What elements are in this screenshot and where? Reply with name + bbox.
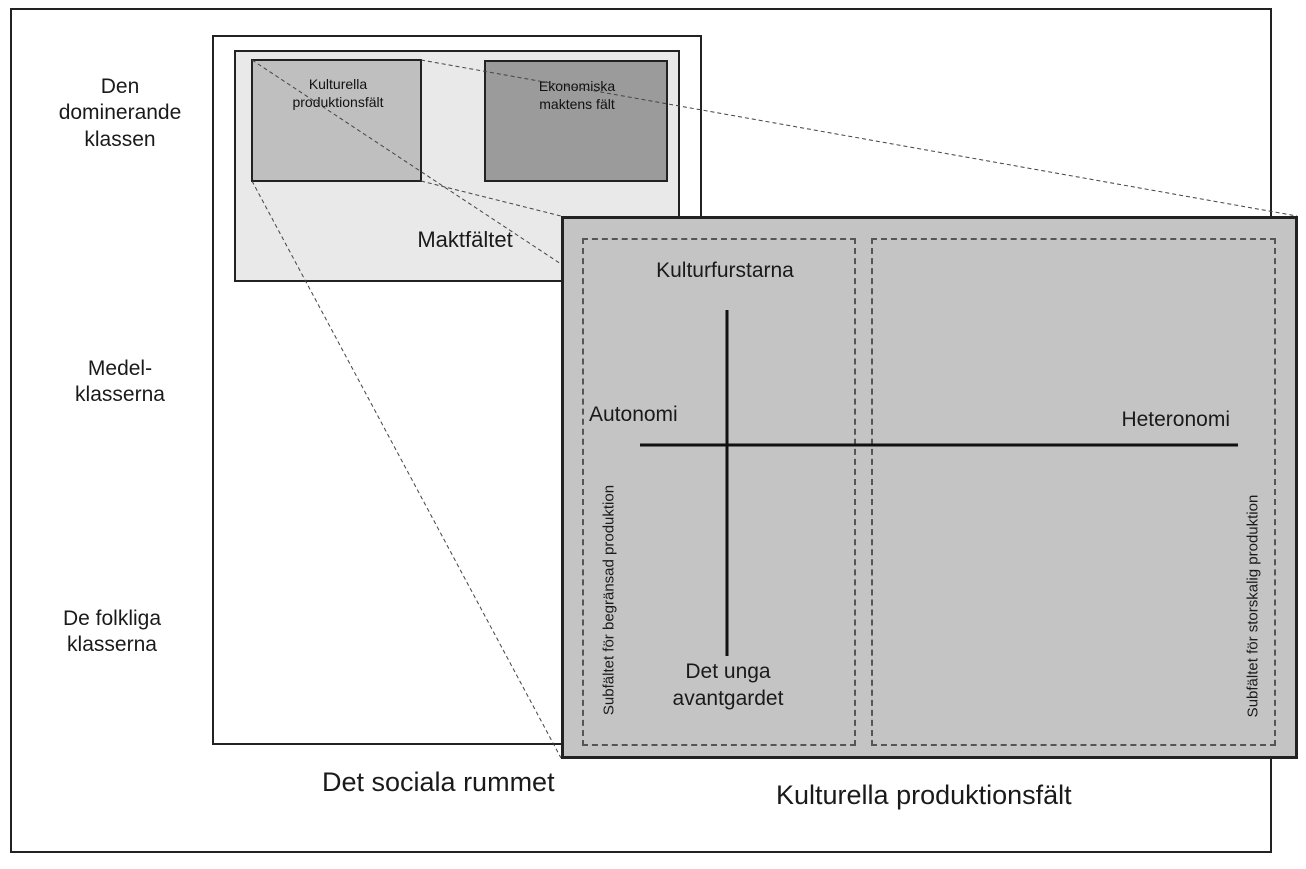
label-popular-line-2: klasserna: [67, 633, 157, 657]
label-middle-line-2: klasserna: [75, 383, 165, 407]
subfield-large-scale-box: [871, 238, 1276, 746]
economic-field-box: [484, 60, 668, 182]
label-dominant-line-3: klassen: [84, 127, 156, 151]
label-popular-classes: De folkliga klasserna: [22, 606, 202, 659]
cultural-field-small-box: [251, 59, 422, 182]
label-autonomy: Autonomi: [589, 403, 678, 426]
cultural-field-small-label: Kulturella produktionsfält: [253, 76, 423, 111]
cultural-small-line-1: Kulturella: [308, 76, 368, 92]
economic-line-2: maktens fält: [539, 95, 615, 112]
label-dominant-class: Den dominerande klassen: [30, 74, 210, 153]
economic-line-1: Ekonomiska: [538, 78, 616, 94]
field-of-power-label: Maktfältet: [417, 227, 513, 252]
economic-field-label: Ekonomiska maktens fält: [492, 78, 662, 113]
label-subfield-restricted: Subfältet för begränsad produktion: [600, 484, 618, 716]
label-middle-line-1: Medel-: [87, 357, 153, 380]
label-subfield-large-scale: Subfältet för storskalig produktion: [1244, 494, 1262, 718]
label-heteronomy: Heteronomi: [1121, 408, 1230, 431]
label-popular-line-1: De folkliga: [62, 607, 162, 630]
projection-line-top-left: [251, 59, 562, 265]
projection-line-top-right: [420, 59, 1298, 217]
label-dominant-line-2: dominerande: [58, 101, 182, 125]
label-young-avant-garde: Det unga avantgardet: [648, 658, 808, 713]
label-dominant-line-1: Den: [100, 75, 140, 98]
cultural-small-line-2: produktionsfält: [292, 93, 384, 110]
subfield-restricted-box: [582, 238, 856, 746]
label-culture-princes: Kulturfurstarna: [656, 259, 794, 282]
projection-line-right-bottom: [420, 180, 562, 217]
caption-social-space: Det sociala rummet: [322, 767, 555, 797]
avant-garde-line-1: Det unga: [685, 660, 771, 683]
avant-garde-line-2: avantgardet: [672, 687, 784, 711]
label-middle-classes: Medel- klasserna: [30, 356, 210, 409]
caption-cultural-production: Kulturella produktionsfält: [776, 780, 1072, 810]
cultural-production-field-box: [561, 216, 1298, 759]
